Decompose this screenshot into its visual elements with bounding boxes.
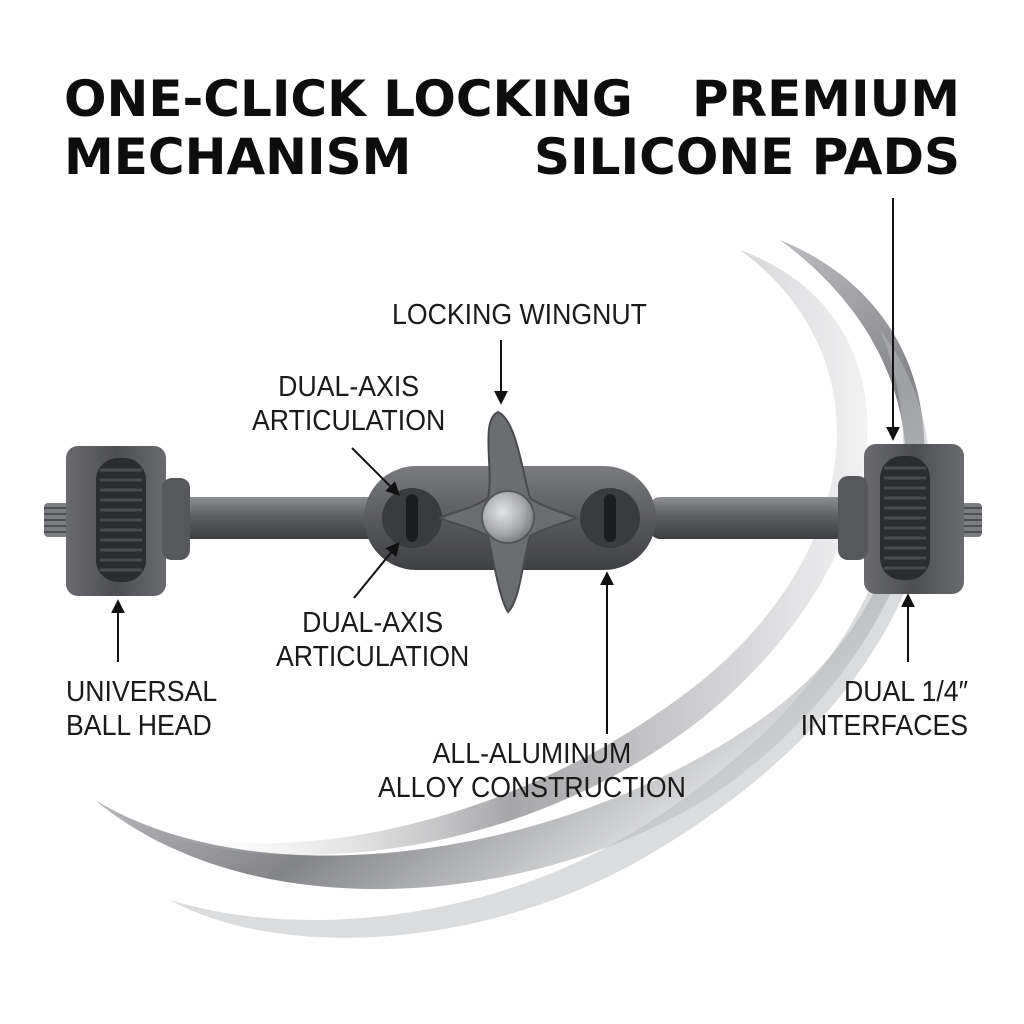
callout-universal-ball-head: UNIVERSAL BALL HEAD bbox=[66, 675, 217, 743]
headline-left-line-2: MECHANISM bbox=[64, 128, 412, 186]
callout-pointers bbox=[111, 198, 915, 734]
callout-dual-axis-bottom: DUAL-AXIS ARTICULATION bbox=[276, 606, 469, 674]
right-clamp bbox=[838, 444, 982, 594]
callout-ball-head-line-1: UNIVERSAL bbox=[66, 676, 218, 708]
headline-silicone-pads: PREMIUM SILICONE PADS bbox=[534, 70, 960, 186]
callout-aluminum-line-1: ALL-ALUMINUM bbox=[432, 738, 632, 770]
callout-dual-axis-top-line-2: ARTICULATION bbox=[252, 405, 446, 437]
callout-locking-wingnut: LOCKING WINGNUT bbox=[392, 298, 647, 332]
headline-right-line-2: SILICONE PADS bbox=[534, 128, 960, 186]
callout-dual-axis-bottom-line-2: ARTICULATION bbox=[276, 641, 470, 673]
callout-interfaces-line-1: DUAL 1/4″ bbox=[843, 676, 968, 708]
callout-dual-interfaces: DUAL 1/4″ INTERFACES bbox=[800, 675, 968, 743]
callout-aluminum-construction: ALL-ALUMINUM ALLOY CONSTRUCTION bbox=[378, 737, 686, 805]
left-clamp bbox=[44, 446, 190, 596]
callout-dual-axis-top-line-1: DUAL-AXIS bbox=[278, 371, 420, 403]
callout-ball-head-line-2: BALL HEAD bbox=[66, 710, 212, 742]
metal-swoosh-background bbox=[95, 240, 930, 938]
rod-arm bbox=[180, 497, 850, 539]
callout-dual-axis-bottom-line-1: DUAL-AXIS bbox=[302, 607, 444, 639]
callout-dual-axis-top: DUAL-AXIS ARTICULATION bbox=[252, 370, 445, 438]
callout-interfaces-line-2: INTERFACES bbox=[800, 710, 968, 742]
headline-locking-mechanism: ONE-CLICK LOCKING MECHANISM bbox=[64, 70, 633, 186]
callout-aluminum-line-2: ALLOY CONSTRUCTION bbox=[378, 772, 686, 804]
callout-wingnut-line-1: LOCKING WINGNUT bbox=[392, 299, 647, 331]
headline-left-line-1: ONE-CLICK LOCKING bbox=[64, 70, 633, 128]
central-joint bbox=[364, 410, 656, 614]
headline-right-line-1: PREMIUM bbox=[691, 70, 960, 128]
